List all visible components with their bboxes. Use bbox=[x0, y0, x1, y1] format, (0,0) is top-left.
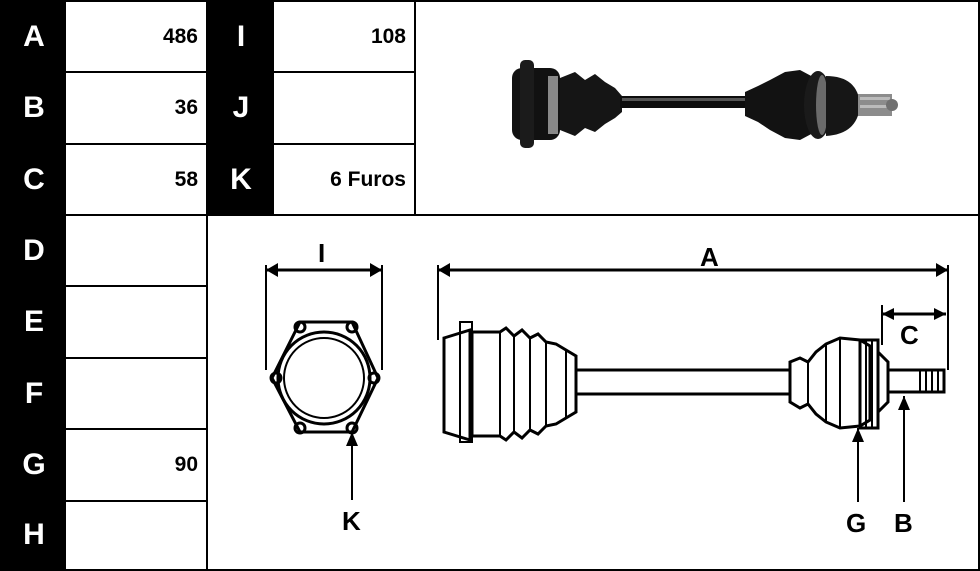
value-c: 58 bbox=[66, 144, 206, 215]
row-divider bbox=[274, 71, 416, 73]
shaft-drawing bbox=[437, 263, 949, 502]
value-f bbox=[66, 358, 206, 429]
dim-i-label: I bbox=[318, 238, 325, 268]
key-d: D bbox=[2, 215, 66, 286]
product-photo bbox=[512, 60, 898, 148]
row-divider bbox=[66, 428, 208, 430]
callout-b-label: B bbox=[894, 508, 913, 538]
row-divider bbox=[66, 500, 208, 502]
value-b: 36 bbox=[66, 72, 206, 144]
callout-g-label: G bbox=[846, 508, 866, 538]
key-h: H bbox=[2, 501, 66, 569]
value-a: 486 bbox=[66, 2, 206, 72]
flange-drawing bbox=[265, 263, 383, 500]
value-h bbox=[66, 501, 206, 569]
key-k: K bbox=[208, 144, 274, 215]
column-divider bbox=[206, 0, 208, 571]
key-a: A bbox=[2, 2, 66, 72]
callout-k-label: K bbox=[342, 506, 361, 536]
value-i: 108 bbox=[274, 2, 414, 72]
dim-c-label: C bbox=[900, 320, 919, 350]
column-divider bbox=[414, 0, 416, 216]
row-divider bbox=[66, 285, 208, 287]
value-j bbox=[274, 72, 414, 144]
key-e: E bbox=[2, 286, 66, 358]
row-divider bbox=[66, 143, 208, 145]
key-j: J bbox=[208, 72, 274, 144]
value-e bbox=[66, 286, 206, 358]
row-divider bbox=[66, 71, 208, 73]
key-f: F bbox=[2, 358, 66, 429]
key-i: I bbox=[208, 2, 274, 72]
key-g: G bbox=[2, 429, 66, 501]
key-b: B bbox=[2, 72, 66, 144]
value-g: 90 bbox=[66, 429, 206, 501]
value-d bbox=[66, 215, 206, 286]
row-divider bbox=[66, 357, 208, 359]
row-divider bbox=[274, 143, 416, 145]
key-c: C bbox=[2, 144, 66, 215]
value-k: 6 Furos bbox=[274, 144, 414, 215]
row-divider bbox=[66, 214, 978, 216]
dim-a-label: A bbox=[700, 242, 719, 272]
